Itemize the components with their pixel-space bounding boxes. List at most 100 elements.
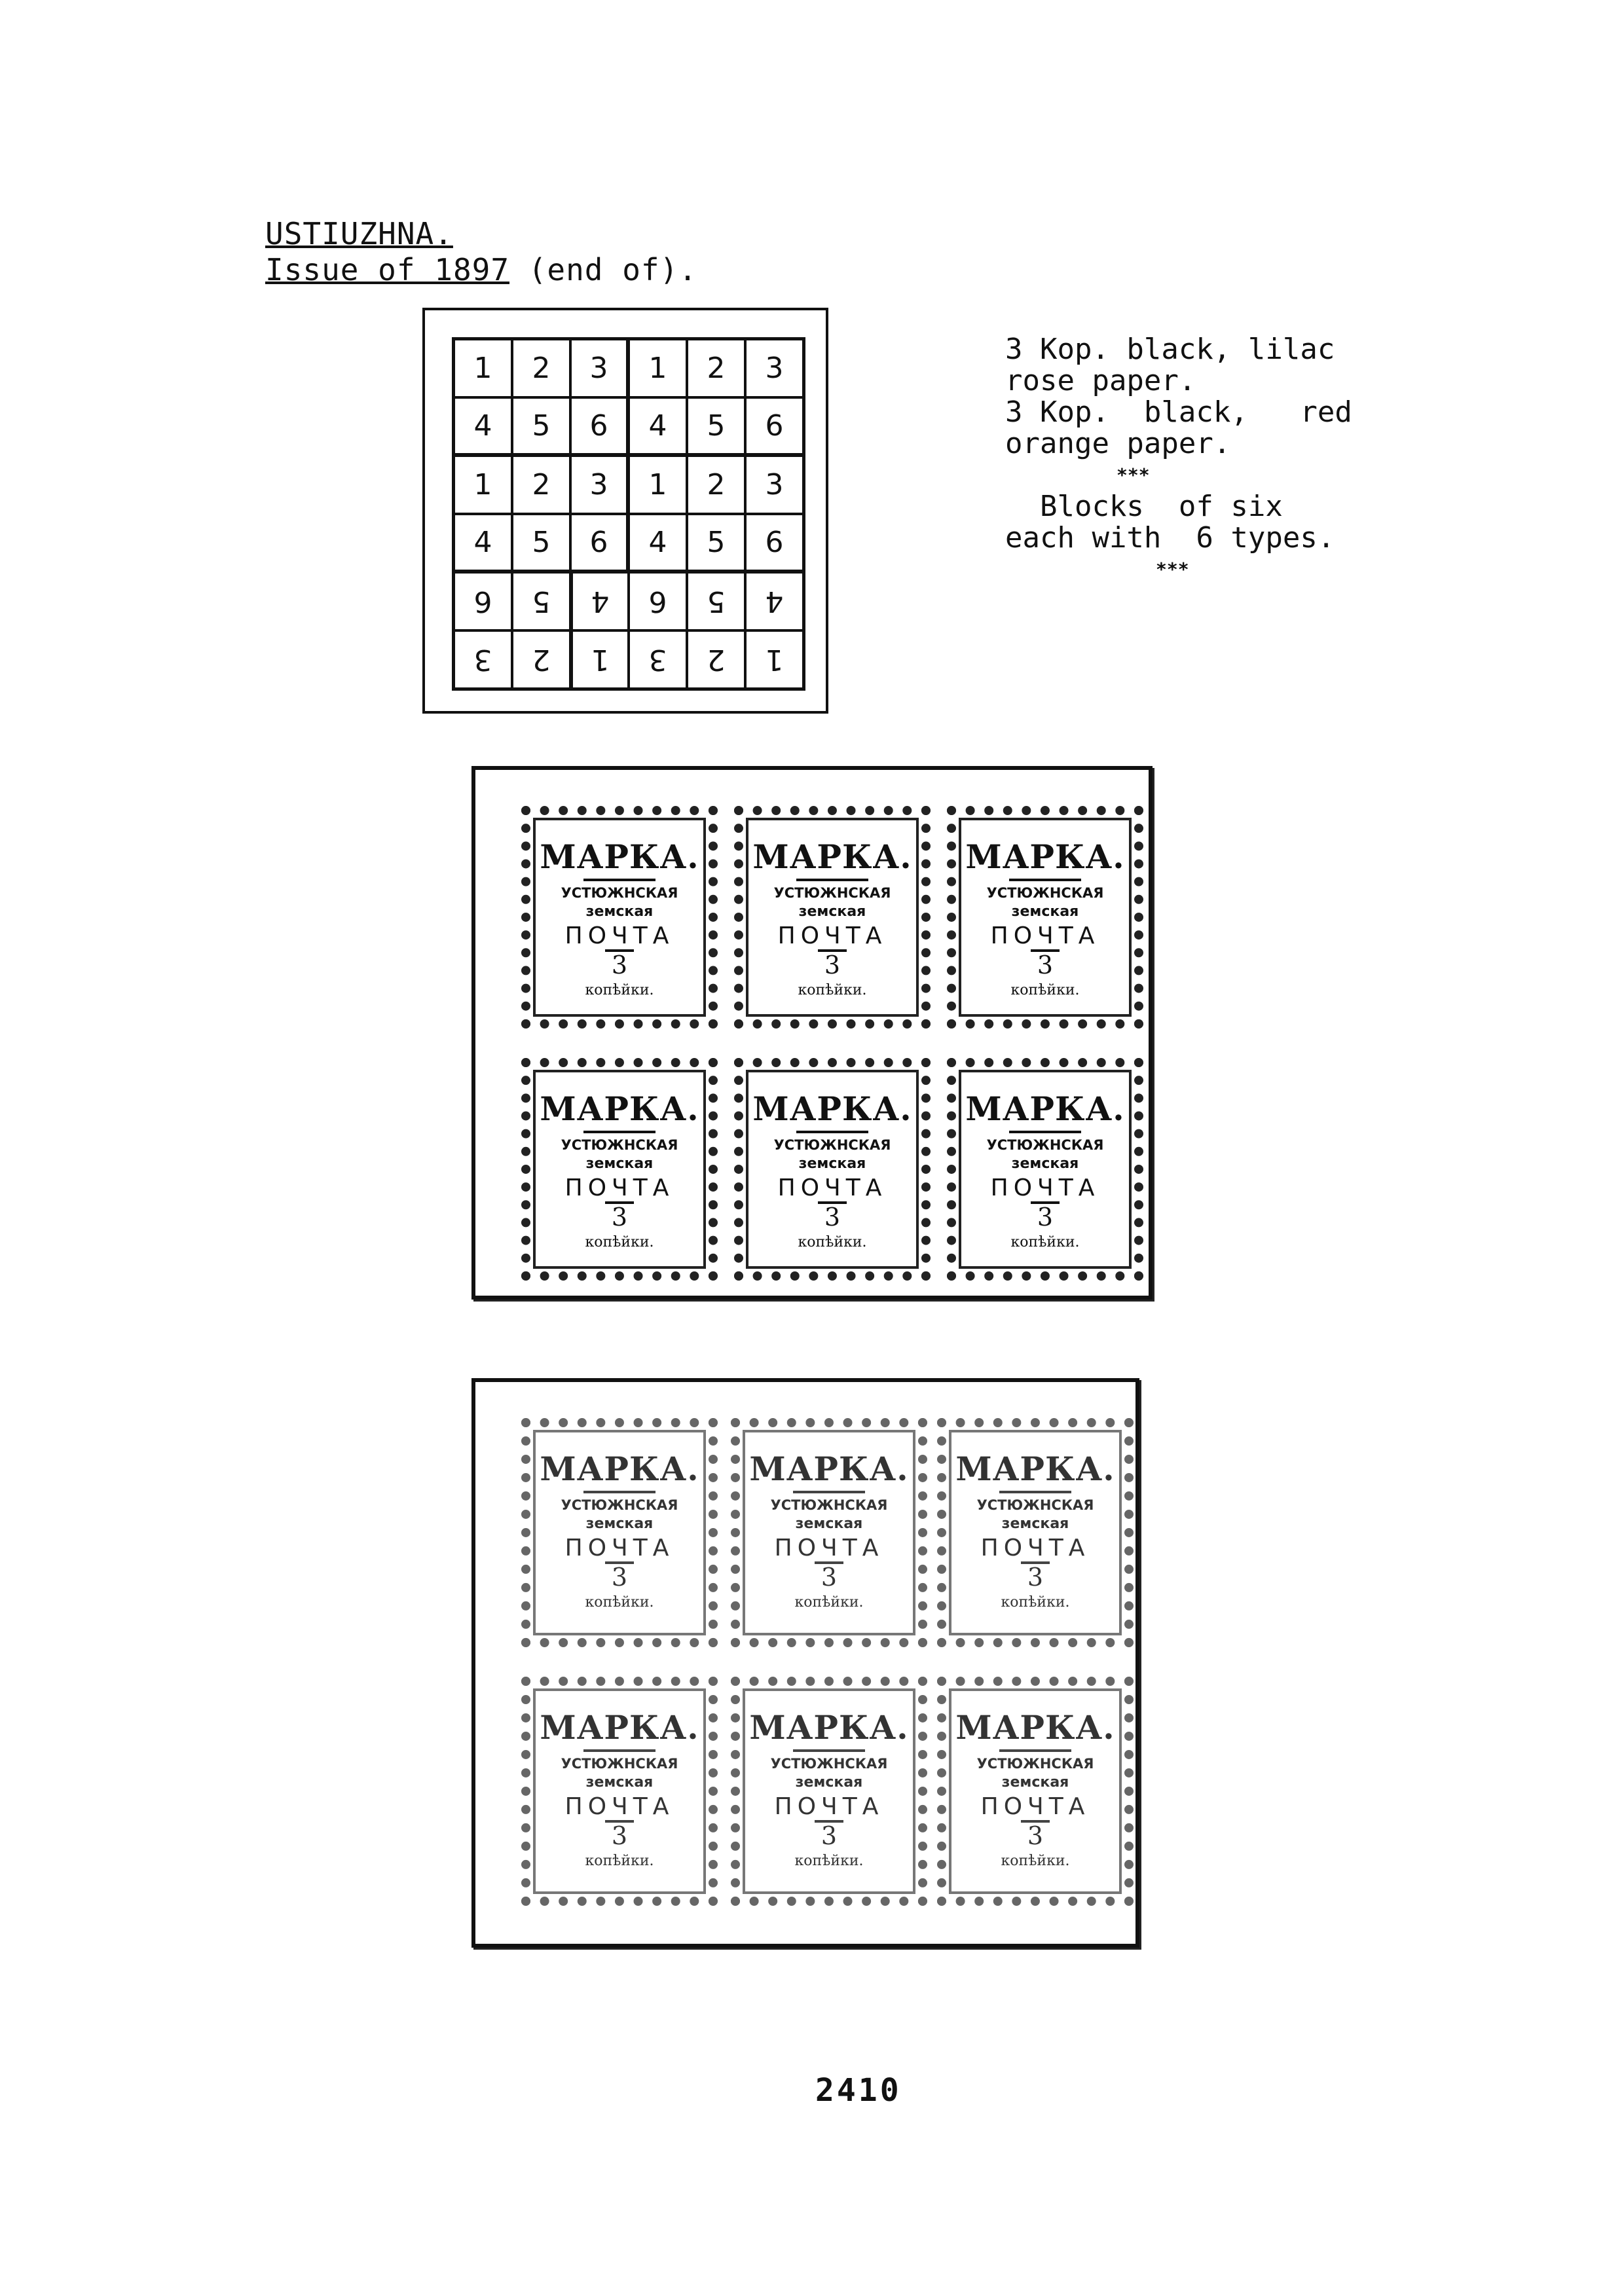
stamp-unit: копѣйки. <box>585 982 654 998</box>
note-line-5: Blocks of six <box>1005 490 1283 523</box>
issue-subtitle-prefix: Issue of 1897 <box>265 252 510 287</box>
stamp-title: МАРКА. <box>749 1708 909 1747</box>
type-grid-cell: 2 <box>687 456 745 514</box>
type-grid-cell: 6 <box>745 397 803 456</box>
stamp-unit: копѣйки. <box>1001 1853 1070 1869</box>
stamp-line-1: УСТЮЖНСКАЯ <box>986 885 1104 901</box>
type-grid-cell: 4 <box>629 397 687 456</box>
stamp-line-1: УСТЮЖНСКАЯ <box>770 1497 888 1513</box>
page-title: USTIUZHNA. <box>265 216 453 251</box>
stamp-line-3: ПОЧТА <box>980 1535 1090 1561</box>
note-line-6: each with 6 types. <box>1005 521 1335 555</box>
type-grid-cell: 4 <box>629 514 687 572</box>
stamp-title: МАРКА. <box>965 1089 1125 1128</box>
stamp-unit: копѣйки. <box>585 1594 654 1611</box>
stamp-rule <box>583 1491 655 1493</box>
stamp-unit: копѣйки. <box>585 1234 654 1250</box>
stamp-line-3: ПОЧТА <box>777 922 887 949</box>
type-grid-cell: 5 <box>512 572 570 630</box>
stamp-value: 3 <box>814 1561 844 1590</box>
type-grid-cell: 3 <box>570 456 629 514</box>
stamp-line-1: УСТЮЖНСКАЯ <box>561 1137 678 1153</box>
stamp-line-1: УСТЮЖНСКАЯ <box>976 1756 1094 1772</box>
stamp-rule <box>793 1491 865 1493</box>
stamp-rule <box>999 1491 1071 1493</box>
type-grid-cell: 6 <box>570 397 629 456</box>
type-grid-cell: 5 <box>512 397 570 456</box>
stamp-line-2: земская <box>585 1156 654 1172</box>
type-grid-cell: 1 <box>570 630 629 689</box>
type-grid-cell: 2 <box>687 630 745 689</box>
stamp-line-2: земская <box>798 1156 866 1172</box>
stamp-rule <box>796 879 868 881</box>
stamp-value: 3 <box>1020 1561 1050 1590</box>
stamp-value: 3 <box>817 1201 847 1230</box>
type-grid-cell: 4 <box>570 572 629 630</box>
stamp-value: 3 <box>817 949 847 978</box>
stamp-line-2: земская <box>798 903 866 920</box>
stamp-line-1: УСТЮЖНСКАЯ <box>773 885 891 901</box>
stamp-title: МАРКА. <box>540 1449 699 1488</box>
stamp-line-3: ПОЧТА <box>564 1175 674 1201</box>
note-line-1: 3 Kop. black, lilac <box>1005 333 1335 366</box>
type-grid-cell: 5 <box>687 397 745 456</box>
stamp-unit: копѣйки. <box>794 1594 864 1611</box>
type-grid-cell: 6 <box>570 514 629 572</box>
stamp-value: 3 <box>814 1820 844 1849</box>
stamp-line-2: земская <box>795 1516 863 1532</box>
note-stars-1: *** <box>1116 464 1150 486</box>
stamp-title: МАРКА. <box>540 1089 699 1128</box>
stamp-rule <box>999 1749 1071 1752</box>
stamp-value: 3 <box>604 949 635 978</box>
stamp-value: 3 <box>1030 949 1060 978</box>
stamp-line-2: земская <box>585 903 654 920</box>
stamp-line-2: земская <box>1011 903 1079 920</box>
stamp-line-1: УСТЮЖНСКАЯ <box>986 1137 1104 1153</box>
stamp-line-3: ПОЧТА <box>564 922 674 949</box>
type-grid-cell: 1 <box>745 630 803 689</box>
stamp-line-1: УСТЮЖНСКАЯ <box>561 885 678 901</box>
type-grid-cell: 4 <box>454 397 512 456</box>
note-stars-2: *** <box>1156 558 1189 580</box>
stamp-rule <box>583 879 655 881</box>
stamp-line-3: ПОЧТА <box>774 1535 884 1561</box>
type-grid-cell: 3 <box>745 456 803 514</box>
type-grid-frame <box>422 308 828 714</box>
stamp-title: МАРКА. <box>540 1708 699 1747</box>
note-line-2: rose paper. <box>1005 364 1196 397</box>
stamp-line-3: ПОЧТА <box>774 1793 884 1820</box>
stamp-line-1: УСТЮЖНСКАЯ <box>770 1756 888 1772</box>
type-grid-cell: 6 <box>454 572 512 630</box>
stamp-value: 3 <box>1020 1820 1050 1849</box>
stamp-value: 3 <box>604 1561 635 1590</box>
note-line-3: 3 Kop. black, red <box>1005 395 1352 429</box>
stamp-rule <box>1009 1131 1081 1133</box>
stamp-title: МАРКА. <box>955 1449 1115 1488</box>
type-grid-cell: 5 <box>687 514 745 572</box>
stamp-rule <box>583 1131 655 1133</box>
stamp-value: 3 <box>1030 1201 1060 1230</box>
stamp-title: МАРКА. <box>752 837 912 876</box>
issue-subtitle-suffix: (end of). <box>509 252 697 287</box>
stamp-unit: копѣйки. <box>585 1853 654 1869</box>
stamp-line-1: УСТЮЖНСКАЯ <box>561 1756 678 1772</box>
stamp-value: 3 <box>604 1201 635 1230</box>
stamp-line-2: земская <box>585 1774 654 1791</box>
type-grid-cell: 2 <box>512 630 570 689</box>
stamp-line-2: земская <box>1001 1774 1069 1791</box>
stamp-title: МАРКА. <box>965 837 1125 876</box>
stamp-unit: копѣйки. <box>1010 982 1080 998</box>
type-grid-cell: 5 <box>512 514 570 572</box>
type-grid-cell: 6 <box>629 572 687 630</box>
type-grid-cell: 4 <box>454 514 512 572</box>
type-grid-cell: 1 <box>454 456 512 514</box>
stamp-line-3: ПОЧТА <box>564 1535 674 1561</box>
